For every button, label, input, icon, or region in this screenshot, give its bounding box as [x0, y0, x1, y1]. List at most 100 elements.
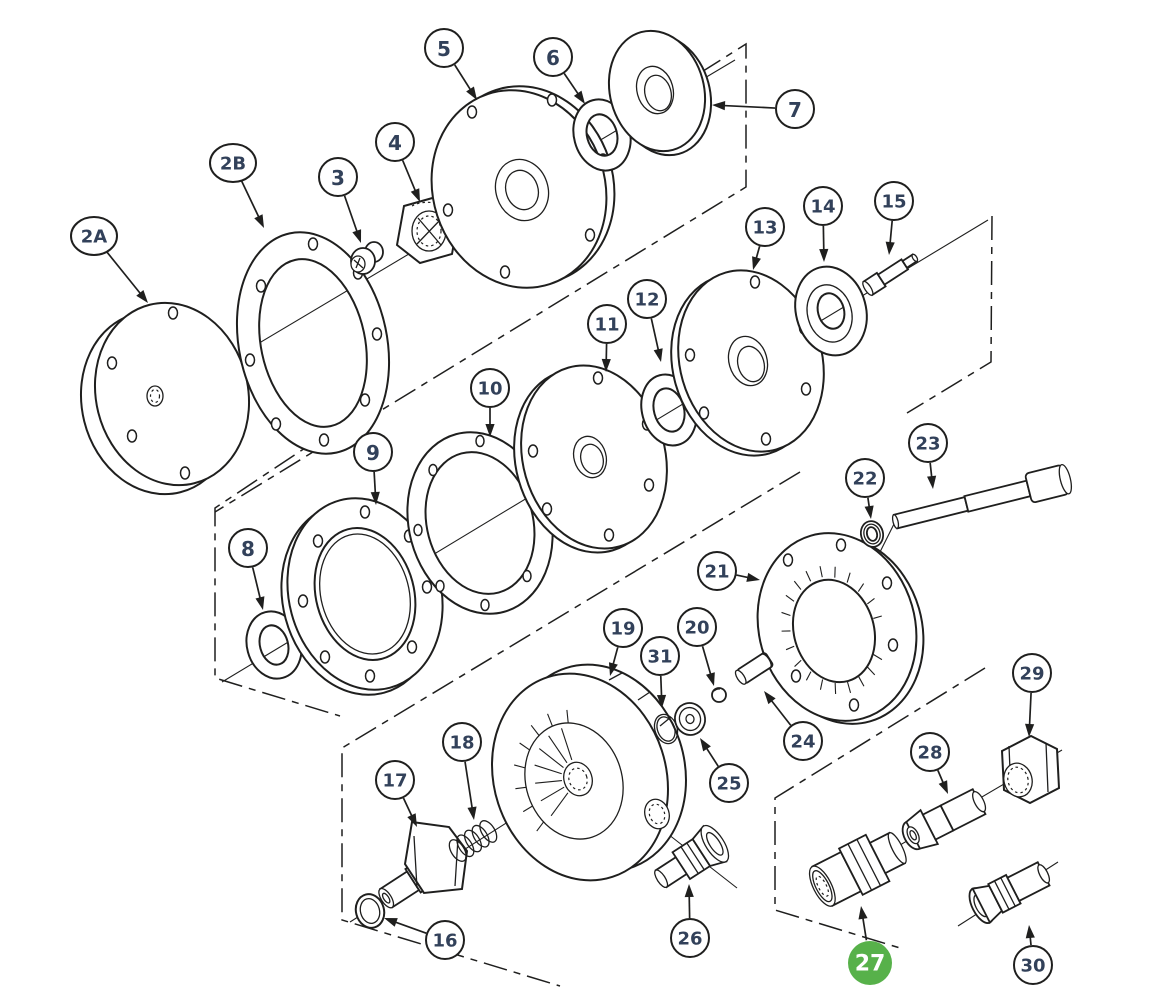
callout-5[interactable]: 5 — [424, 28, 477, 100]
callout-19[interactable]: 19 — [603, 608, 643, 676]
callout-29-balloon — [1012, 653, 1052, 693]
callout-10[interactable]: 10 — [470, 368, 510, 437]
callout-10-label: 10 — [477, 379, 502, 400]
callout-27-label: 27 — [855, 952, 886, 977]
callout-22[interactable]: 22 — [845, 458, 885, 519]
callout-25[interactable]: 25 — [700, 738, 749, 803]
callout-23-balloon — [908, 423, 948, 463]
callout-28[interactable]: 28 — [910, 732, 950, 794]
callout-11[interactable]: 11 — [587, 304, 627, 372]
callout-19-label: 19 — [610, 619, 635, 640]
callout-30[interactable]: 30 — [1013, 925, 1053, 985]
callout-14[interactable]: 14 — [803, 186, 843, 262]
callout-24-leader — [768, 697, 792, 726]
callout-12[interactable]: 12 — [627, 279, 667, 362]
callout-27[interactable]: 27 — [848, 906, 892, 985]
callout-17-label: 17 — [382, 771, 407, 792]
callout-4[interactable]: 4 — [375, 122, 420, 202]
callout-25-label: 25 — [716, 774, 741, 795]
callout-2B-arrowhead — [254, 214, 264, 228]
callout-30-arrowhead — [1025, 925, 1035, 939]
callout-27-arrowhead — [858, 906, 868, 920]
callout-7[interactable]: 7 — [712, 89, 815, 129]
callout-28-label: 28 — [917, 743, 942, 764]
callout-13[interactable]: 13 — [745, 207, 785, 270]
part-30 — [968, 861, 1051, 925]
callout-21[interactable]: 21 — [697, 551, 760, 591]
callout-30-label: 30 — [1020, 956, 1045, 977]
callout-26-balloon — [670, 918, 710, 958]
callout-31-arrowhead — [656, 694, 667, 708]
part-9 — [280, 497, 444, 696]
callout-14-arrowhead — [819, 248, 829, 262]
part-22 — [859, 520, 885, 548]
callout-6[interactable]: 6 — [533, 37, 585, 104]
callout-18[interactable]: 18 — [442, 722, 482, 820]
part-3 — [350, 241, 384, 275]
callout-9-label: 9 — [366, 441, 380, 465]
part-29 — [1000, 734, 1061, 805]
part-28 — [901, 787, 987, 851]
callout-20-leader — [701, 645, 713, 678]
panel-outline-middle — [214, 215, 993, 717]
callout-3-label: 3 — [331, 166, 345, 190]
callout-20-label: 20 — [684, 618, 709, 639]
callout-29-arrowhead — [1025, 723, 1035, 737]
callout-29[interactable]: 29 — [1012, 653, 1052, 737]
callout-31[interactable]: 31 — [640, 636, 680, 708]
part-2A — [79, 301, 251, 496]
callout-6-balloon — [533, 37, 573, 77]
callout-25-balloon — [709, 763, 749, 803]
callout-6-label: 6 — [546, 46, 560, 70]
callout-27-balloon — [848, 941, 892, 985]
panel-outlines — [214, 42, 993, 987]
callout-18-leader — [464, 761, 474, 812]
callout-17-arrowhead — [407, 813, 417, 827]
callout-24[interactable]: 24 — [764, 691, 823, 761]
callout-21-balloon — [697, 551, 737, 591]
callout-5-balloon — [424, 28, 464, 68]
callout-22-label: 22 — [852, 469, 877, 490]
callout-8-label: 8 — [241, 537, 255, 561]
callout-11-label: 11 — [594, 315, 619, 336]
callout-7-arrowhead — [712, 101, 726, 111]
callout-2A-balloon — [70, 216, 118, 256]
callout-3[interactable]: 3 — [318, 157, 362, 243]
callout-15[interactable]: 15 — [874, 181, 914, 255]
callout-2A-leader — [105, 251, 144, 297]
callout-2B[interactable]: 2B — [209, 143, 264, 228]
part-18 — [448, 820, 498, 862]
callout-3-balloon — [318, 157, 358, 197]
callout-26-arrowhead — [684, 884, 694, 898]
callout-17-balloon — [375, 760, 415, 800]
callout-4-arrowhead — [410, 188, 420, 202]
callouts-layer: 2A 2B 3 45 6 7 8 9 10 11 12 13 14 15 16 17 18 19 20 21 22 23 2… — [70, 28, 1053, 985]
callout-4-balloon — [375, 122, 415, 162]
callout-9-leader — [373, 471, 377, 497]
callout-8-balloon — [228, 528, 268, 568]
part-2B — [235, 231, 391, 455]
part-17 — [378, 820, 469, 909]
part-27 — [808, 831, 907, 907]
part-15 — [862, 253, 919, 297]
part-26 — [654, 824, 730, 889]
callout-2A[interactable]: 2A — [70, 216, 148, 303]
callout-8[interactable]: 8 — [228, 528, 268, 610]
callout-6-leader — [563, 73, 581, 98]
callout-26[interactable]: 26 — [670, 884, 710, 958]
callout-3-arrowhead — [352, 229, 362, 243]
callout-17[interactable]: 17 — [375, 760, 417, 827]
part-5 — [430, 85, 616, 289]
callout-15-label: 15 — [881, 192, 906, 213]
callout-15-balloon — [874, 181, 914, 221]
part-7 — [607, 29, 713, 157]
panel-outline-top — [214, 42, 747, 513]
callout-9[interactable]: 9 — [353, 432, 393, 505]
callout-24-arrowhead — [764, 691, 776, 705]
callout-20[interactable]: 20 — [677, 607, 717, 686]
callout-23[interactable]: 23 — [908, 423, 948, 489]
part-11 — [513, 364, 668, 554]
callout-16[interactable]: 16 — [384, 918, 465, 960]
callout-29-label: 29 — [1019, 664, 1044, 685]
part-19 — [491, 663, 687, 882]
